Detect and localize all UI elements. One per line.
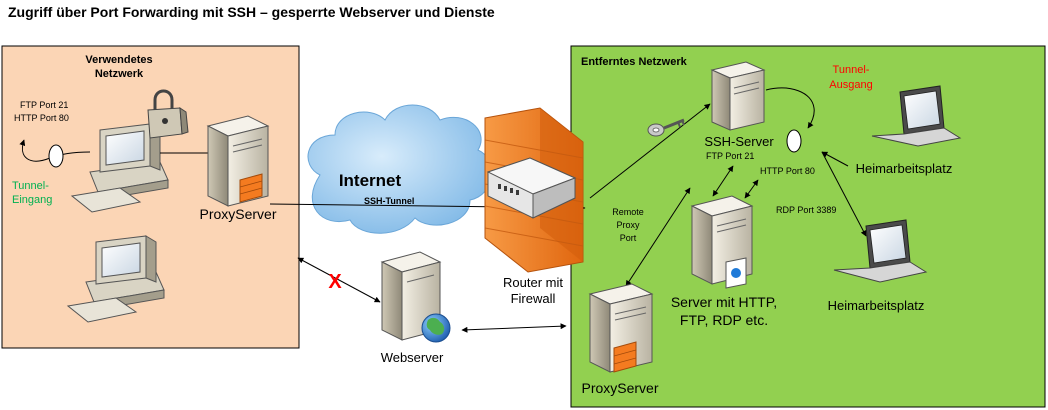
tunnel-entry-label-line1: Tunnel- (12, 180, 49, 192)
tunnel-exit-label-line2: Ausgang (829, 79, 872, 91)
rdp-port-label: RDP Port 3389 (776, 205, 836, 215)
local-network-label-line2: Netzwerk (95, 68, 144, 80)
tunnel-exit-marker (786, 129, 802, 153)
remote-ftp-port-label: FTP Port 21 (706, 151, 754, 161)
lock-icon (147, 89, 189, 139)
rdp-arrow (821, 151, 867, 237)
workstation-2-label: Heimarbeitsplatz (828, 298, 925, 313)
ftp-arrow (712, 165, 734, 197)
remote-proxy-arrow (625, 187, 691, 287)
webserver-proxy-arrow (461, 323, 567, 333)
internet-label: Internet (339, 171, 402, 190)
tunnel-entry-marker (48, 144, 64, 168)
key-icon (647, 118, 685, 137)
router-icon (486, 157, 577, 219)
webserver-label: Webserver (381, 350, 444, 365)
remote-proxy-port-line3: Port (620, 233, 637, 243)
local-proxy-server-icon (206, 115, 270, 207)
globe-icon (421, 313, 451, 343)
blocked-access-arrow (297, 257, 381, 303)
app-server-label-line2: FTP, RDP etc. (680, 312, 768, 328)
app-server-label-line1: Server mit HTTP, (671, 294, 777, 310)
tunnel-exit-arrow (765, 87, 815, 129)
local-ftp-port-label: FTP Port 21 (20, 100, 68, 110)
remote-proxy-server-icon (588, 283, 654, 373)
local-http-port-label: HTTP Port 80 (14, 113, 69, 123)
local-proxy-label: ProxyServer (199, 206, 276, 222)
http-to-workstation-arrow (821, 151, 849, 167)
workstation-1-label: Heimarbeitsplatz (856, 161, 953, 176)
laptop-icon-2 (833, 219, 928, 283)
local-workstation-icon (70, 123, 169, 213)
tunnel-entry-label-line2: Eingang (12, 194, 52, 206)
firewall-label-line1: Router mit (503, 275, 563, 290)
diagram-title: Zugriff über Port Forwarding mit SSH – g… (8, 4, 495, 20)
tunnel-exit-label-line1: Tunnel- (833, 64, 870, 76)
ssh-server-label: SSH-Server (704, 134, 774, 149)
remote-proxy-label: ProxyServer (581, 380, 658, 396)
app-server-icon (690, 195, 754, 289)
tunnel-to-ssh-arrow (589, 103, 711, 199)
firewall-label-line2: Firewall (511, 291, 556, 306)
ssh-server-icon (710, 61, 766, 131)
remote-http-port-label: HTTP Port 80 (760, 166, 815, 176)
http-arrow (744, 179, 759, 199)
ssh-tunnel-label: SSH-Tunnel (364, 196, 414, 206)
local-workstation-2-icon (66, 235, 165, 323)
internet-cloud-icon (307, 104, 493, 234)
remote-proxy-port-line2: Proxy (616, 220, 640, 230)
remote-proxy-port-line1: Remote (612, 207, 644, 217)
remote-network-label: Entferntes Netzwerk (581, 56, 688, 68)
local-network-label-line1: Verwendetes (85, 54, 152, 66)
laptop-icon-1 (871, 85, 962, 147)
blocked-x-mark: X (328, 271, 342, 293)
